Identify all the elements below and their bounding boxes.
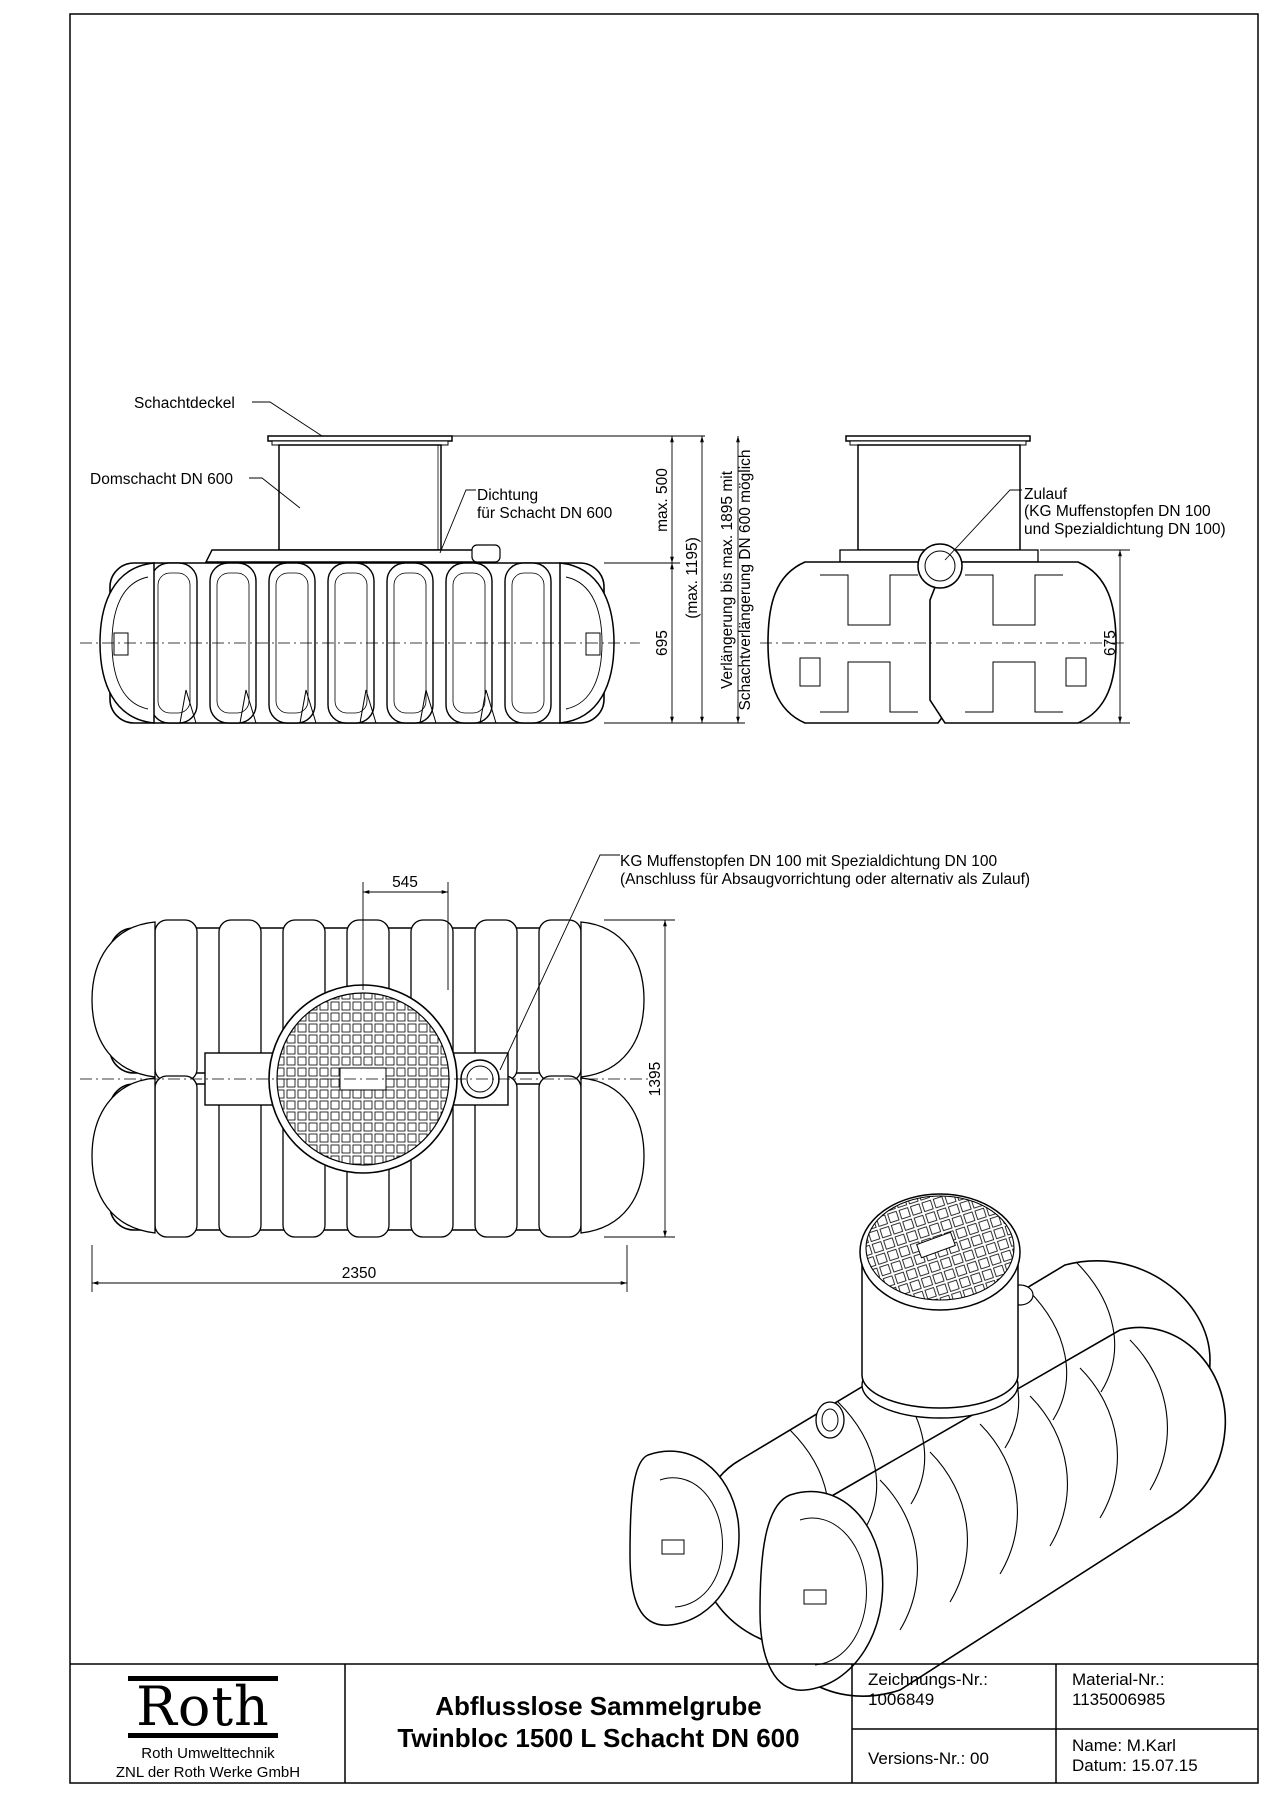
front-view (80, 435, 640, 724)
side-view (760, 435, 1125, 724)
label-zulauf-2: (KG Muffenstopfen DN 100 (1024, 503, 1211, 520)
author-name: Name: M.Karl (1072, 1736, 1176, 1755)
material-number: Material-Nr.: 1135006985 (1072, 1670, 1165, 1710)
dim-1395: 1395 (647, 1062, 664, 1096)
title-block-grid (70, 1663, 1258, 1783)
label-dichtung-1: Dichtung (477, 487, 538, 504)
isometric-view (629, 1193, 1227, 1697)
material-no-value: 1135006985 (1072, 1690, 1166, 1709)
author-date: Name: M.Karl Datum: 15.07.15 (1072, 1736, 1198, 1776)
label-schachtdeckel: Schachtdeckel (134, 395, 235, 412)
company-line-1: Roth Umwelttechnik (141, 1745, 275, 1762)
drawing-number: Zeichnungs-Nr.: 1006849 (868, 1670, 988, 1710)
company-line-2: ZNL der Roth Werke GmbH (115, 1764, 301, 1781)
leader-lines (249, 401, 1022, 1071)
top-dimensions (91, 882, 675, 1292)
dim-2350: 2350 (342, 1265, 377, 1282)
drawing-date: Datum: 15.07.15 (1072, 1756, 1198, 1775)
label-verlaengerung-2: Schachtverlängerung DN 600 möglich (737, 449, 754, 710)
label-verlaengerung-1: Verlängerung bis max. 1895 mit (719, 470, 736, 689)
side-dimensions (1040, 549, 1130, 724)
drawing-no-value: 1006849 (868, 1690, 935, 1709)
title-line-1: Abflusslose Sammelgrube (435, 1691, 762, 1721)
label-domschacht: Domschacht DN 600 (90, 471, 233, 488)
sheet-border (69, 13, 1259, 1784)
dim-695: 695 (654, 630, 671, 656)
label-kg-1: KG Muffenstopfen DN 100 mit Spezialdicht… (620, 853, 997, 870)
roth-logo: Roth (128, 1676, 278, 1738)
company-name: Roth Umwelttechnik ZNL der Roth Werke Gm… (72, 1744, 344, 1782)
version-number: Versions-Nr.: 00 (868, 1749, 989, 1768)
dim-545: 545 (392, 874, 418, 891)
label-dichtung-2: für Schacht DN 600 (477, 505, 613, 522)
drawing-no-label: Zeichnungs-Nr.: (868, 1670, 988, 1689)
top-view (80, 919, 650, 1238)
dim-675: 675 (1102, 630, 1119, 656)
drawing-title: Abflusslose Sammelgrube Twinbloc 1500 L … (347, 1690, 850, 1754)
label-zulauf-3: und Spezialdichtung DN 100) (1024, 521, 1226, 538)
label-kg-2: (Anschluss für Absaugvorrichtung oder al… (620, 871, 1030, 888)
material-no-label: Material-Nr.: (1072, 1670, 1165, 1689)
dim-max500: max. 500 (654, 468, 671, 532)
title-line-2: Twinbloc 1500 L Schacht DN 600 (397, 1723, 800, 1753)
label-zulauf-1: Zulauf (1024, 486, 1068, 503)
dim-max1195: (max. 1195) (684, 537, 701, 619)
front-dimensions (452, 435, 745, 724)
